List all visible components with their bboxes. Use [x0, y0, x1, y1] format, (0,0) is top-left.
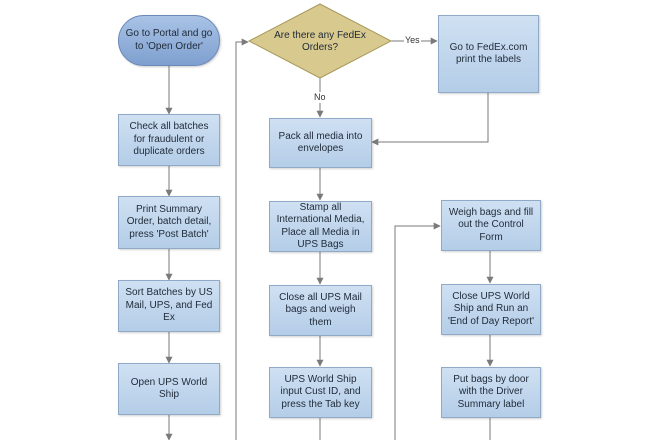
- open-ups-node: Open UPS World Ship: [118, 363, 220, 415]
- stamp-media-node: Stamp all International Media, Place all…: [269, 201, 372, 252]
- edge-loop-to-weigh: [394, 222, 441, 440]
- fedex-print-node: Go to FedEx.com print the labels: [438, 15, 539, 93]
- edge-label-no: No: [313, 92, 327, 103]
- print-summary-node: Print Summary Order, batch detail, press…: [118, 196, 220, 249]
- check-batches-node: Check all batches for fraudulent or dupl…: [118, 114, 220, 166]
- input-cust-node: UPS World Ship input Cust ID, and press …: [269, 367, 372, 418]
- start-node: Go to Portal and go to 'Open Order': [118, 15, 220, 66]
- weigh-bags-node: Weigh bags and fill out the Control Form: [441, 200, 541, 251]
- close-bags-node: Close all UPS Mail bags and weigh them: [269, 285, 372, 336]
- sort-batches-node: Sort Batches by US Mail, UPS, and Fed Ex: [118, 280, 220, 332]
- put-bags-node: Put bags by door with the Driver Summary…: [441, 367, 541, 418]
- fedex-decision-label: Are there any FedEx Orders?: [274, 29, 366, 54]
- edge-label-yes: Yes: [404, 35, 421, 46]
- close-ups-node: Close UPS World Ship and Run an 'End of …: [441, 284, 541, 335]
- edge-loop-to-decision: [235, 38, 249, 440]
- fedex-decision-diamond: [247, 3, 393, 79]
- edge-fedex-to-pack: [371, 93, 489, 146]
- pack-media-node: Pack all media into envelopes: [269, 118, 372, 168]
